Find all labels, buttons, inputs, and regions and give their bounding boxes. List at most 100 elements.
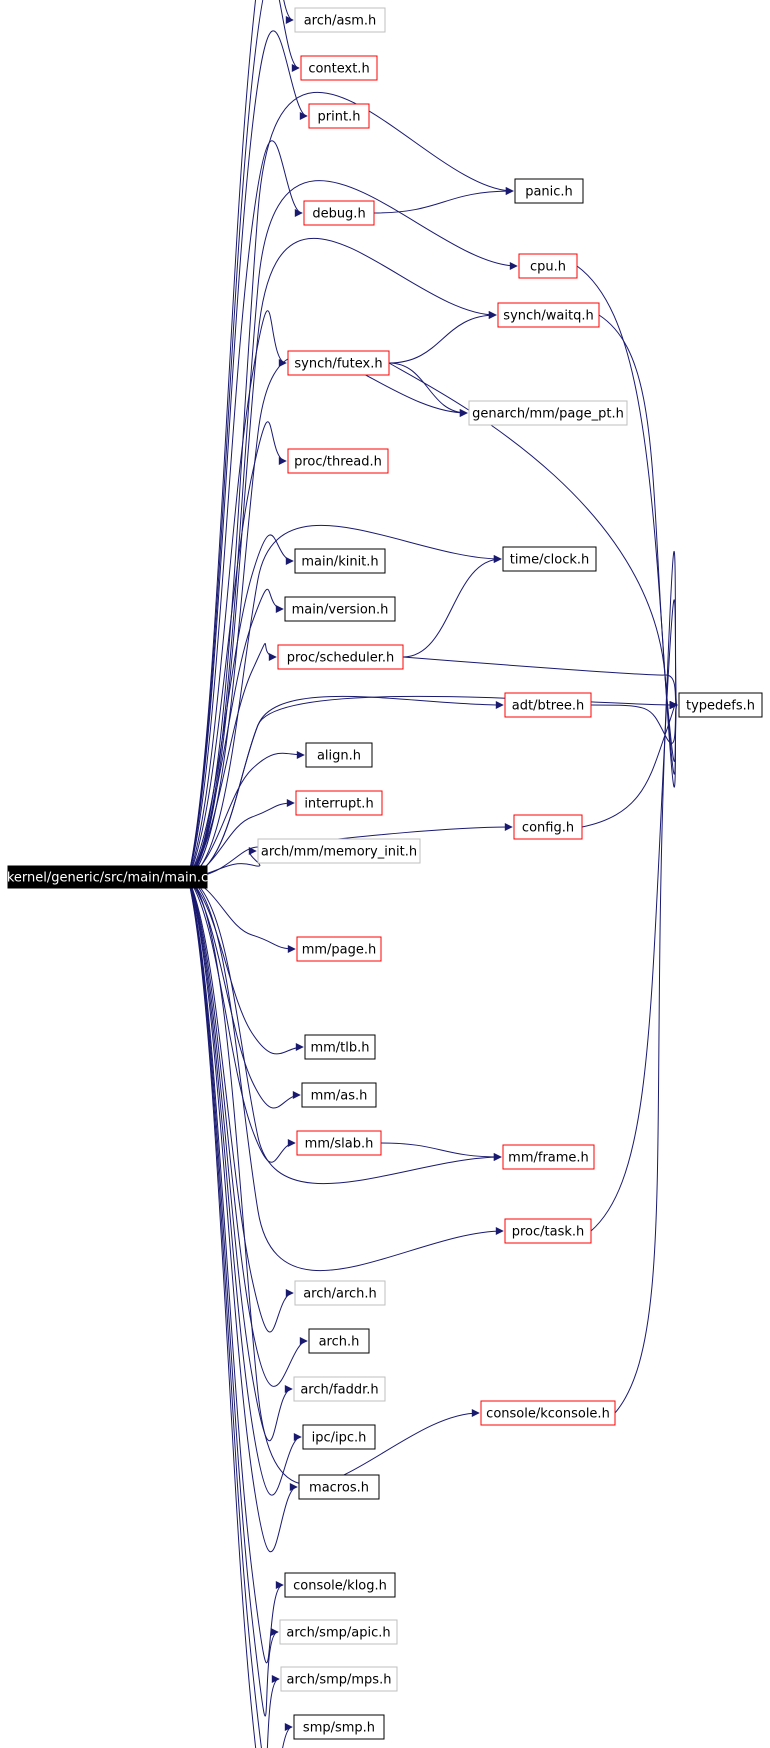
edge-slab-to-frame: [380, 1142, 502, 1161]
node-frame[interactable]: mm/frame.h: [502, 1144, 595, 1170]
edge-root-to-frame: [187, 877, 502, 1185]
node-label: genarch/mm/page_pt.h: [472, 407, 624, 422]
node-panic[interactable]: panic.h: [514, 178, 584, 204]
edge-root-to-arch: [187, 877, 308, 1387]
node-box: [468, 400, 628, 426]
node-label: proc/thread.h: [294, 455, 382, 470]
node-arch-asm[interactable]: arch/asm.h: [294, 7, 386, 33]
node-box: [287, 448, 389, 474]
node-box: [295, 790, 383, 816]
node-label: proc/task.h: [512, 1225, 585, 1240]
node-config[interactable]: config.h: [513, 814, 583, 840]
node-slab[interactable]: mm/slab.h: [296, 1130, 382, 1156]
node-tlb[interactable]: mm/tlb.h: [304, 1034, 376, 1060]
node-label: console/klog.h: [293, 1579, 387, 1594]
node-box: [504, 692, 592, 718]
node-box: [287, 350, 390, 376]
edge-root-to-print: [187, 30, 308, 879]
node-as[interactable]: mm/as.h: [301, 1082, 377, 1108]
node-label: arch/mm/memory_init.h: [261, 845, 417, 860]
edge-root-to-page: [187, 877, 296, 953]
node-root[interactable]: kernel/generic/src/main/main.c: [7, 865, 208, 889]
node-debug[interactable]: debug.h: [303, 200, 375, 226]
edge-scheduler-to-typedefs: [402, 656, 678, 709]
node-label: arch.h: [319, 1335, 360, 1350]
edge-root-to-arch_arch: [187, 877, 294, 1333]
node-label: mm/slab.h: [305, 1137, 374, 1152]
edge-debug-to-panic: [373, 187, 514, 214]
node-box: [277, 644, 404, 670]
node-label: console/kconsole.h: [486, 1407, 610, 1422]
node-version[interactable]: main/version.h: [284, 596, 396, 622]
node-box: [284, 1572, 396, 1598]
node-label: time/clock.h: [510, 553, 590, 568]
node-box: [293, 1714, 385, 1740]
nodes-layer: kernel/generic/src/main/main.c arch/asm.h…: [7, 7, 763, 1740]
node-label: mm/tlb.h: [310, 1041, 369, 1056]
node-label: debug.h: [312, 207, 365, 222]
node-box: [296, 936, 382, 962]
node-label: context.h: [308, 62, 369, 77]
node-interrupt[interactable]: interrupt.h: [295, 790, 383, 816]
edge-root-to-thread: [187, 421, 287, 879]
edge-root-to-align: [187, 750, 305, 879]
node-typedefs[interactable]: typedefs.h: [678, 692, 763, 718]
node-label: adt/btree.h: [512, 699, 584, 714]
node-smp[interactable]: smp/smp.h: [293, 1714, 385, 1740]
edge-root-to-task: [187, 877, 504, 1271]
node-futex[interactable]: synch/futex.h: [287, 350, 390, 376]
node-page[interactable]: mm/page.h: [296, 936, 382, 962]
node-faddr[interactable]: arch/faddr.h: [293, 1376, 386, 1402]
edge-root-to-as: [187, 877, 301, 1109]
node-box: [480, 1400, 616, 1426]
node-context[interactable]: context.h: [300, 55, 378, 81]
node-box: [502, 1144, 595, 1170]
node-mps[interactable]: arch/smp/mps.h: [280, 1666, 398, 1692]
node-label: interrupt.h: [304, 797, 373, 812]
node-label: synch/waitq.h: [503, 309, 593, 324]
node-thread[interactable]: proc/thread.h: [287, 448, 389, 474]
node-box: [284, 596, 396, 622]
edge-scheduler-to-clock: [402, 555, 502, 658]
edge-root-to-mps: [187, 877, 280, 1748]
node-kconsole[interactable]: console/kconsole.h: [480, 1400, 616, 1426]
edge-task-to-typedefs: [590, 599, 678, 1232]
edge-root-to-version: [187, 588, 284, 879]
node-apic[interactable]: arch/smp/apic.h: [279, 1619, 398, 1645]
node-box: [518, 253, 578, 279]
node-label: mm/frame.h: [508, 1151, 589, 1166]
node-arch[interactable]: arch.h: [308, 1328, 370, 1354]
node-box: [301, 1082, 377, 1108]
node-print[interactable]: print.h: [308, 103, 370, 129]
edge-root-to-faddr: [187, 877, 293, 1442]
node-label: config.h: [522, 821, 574, 836]
edge-root-to-panic: [187, 91, 514, 879]
node-label: print.h: [318, 110, 361, 125]
node-task[interactable]: proc/task.h: [504, 1218, 592, 1244]
node-scheduler[interactable]: proc/scheduler.h: [277, 644, 404, 670]
node-waitq[interactable]: synch/waitq.h: [497, 302, 600, 328]
node-box: [504, 1218, 592, 1244]
node-page-pt[interactable]: genarch/mm/page_pt.h: [468, 400, 628, 426]
node-box: [514, 178, 584, 204]
node-kinit[interactable]: main/kinit.h: [294, 548, 386, 574]
node-box: [294, 1280, 386, 1306]
node-box: [303, 200, 375, 226]
node-box: [298, 1474, 380, 1500]
edge-root-to-arch_asm: [187, 0, 294, 879]
node-label: arch/arch.h: [303, 1287, 377, 1302]
node-arch-arch[interactable]: arch/arch.h: [294, 1280, 386, 1306]
node-align[interactable]: align.h: [305, 742, 373, 768]
edge-kconsole-to-typedefs: [614, 550, 678, 1414]
node-memory-init[interactable]: arch/mm/memory_init.h: [257, 838, 421, 864]
edge-futex-to-page_pt: [388, 362, 468, 417]
edge-futex-to-waitq: [388, 311, 497, 364]
node-ipc[interactable]: ipc/ipc.h: [302, 1424, 376, 1450]
edge-root-to-memory_init: [187, 847, 261, 879]
node-btree[interactable]: adt/btree.h: [504, 692, 592, 718]
node-label: ipc/ipc.h: [312, 1431, 367, 1446]
node-cpu[interactable]: cpu.h: [518, 253, 578, 279]
node-klog[interactable]: console/klog.h: [284, 1572, 396, 1598]
node-macros[interactable]: macros.h: [298, 1474, 380, 1500]
node-clock[interactable]: time/clock.h: [502, 546, 597, 572]
